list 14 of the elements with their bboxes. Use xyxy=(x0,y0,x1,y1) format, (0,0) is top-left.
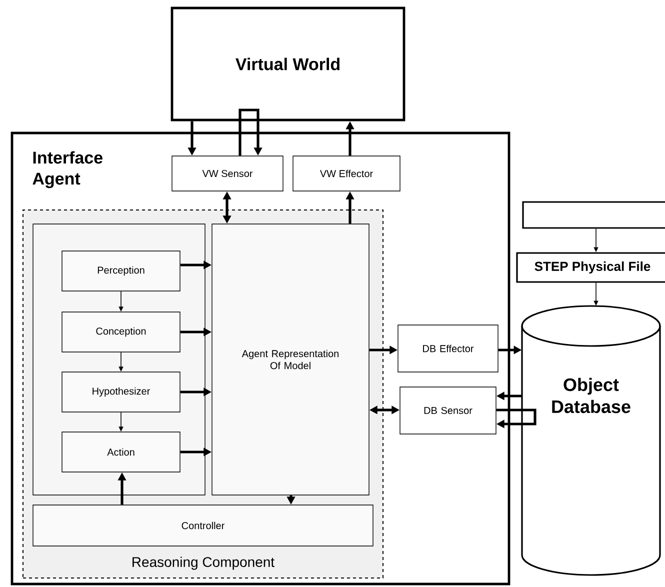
database-cylinder: Object Database xyxy=(521,305,661,576)
sensor-box: VW Sensor xyxy=(172,156,284,192)
sensor-box: DB Sensor xyxy=(400,386,496,434)
process-box: Conception xyxy=(62,312,180,352)
effector-box: VW Effector xyxy=(292,156,400,192)
process-box: Action xyxy=(62,432,180,472)
source-box xyxy=(522,201,665,229)
effector-box: DB Effector xyxy=(398,324,498,372)
model-panel: Agent Representation Of Model xyxy=(212,224,370,496)
file-box: STEP Physical File xyxy=(516,252,665,283)
controller-box: Controller xyxy=(32,504,374,546)
world-box: Virtual World xyxy=(170,6,406,122)
process-box: Perception xyxy=(62,250,180,292)
process-box: Hypothesizer xyxy=(62,372,180,412)
